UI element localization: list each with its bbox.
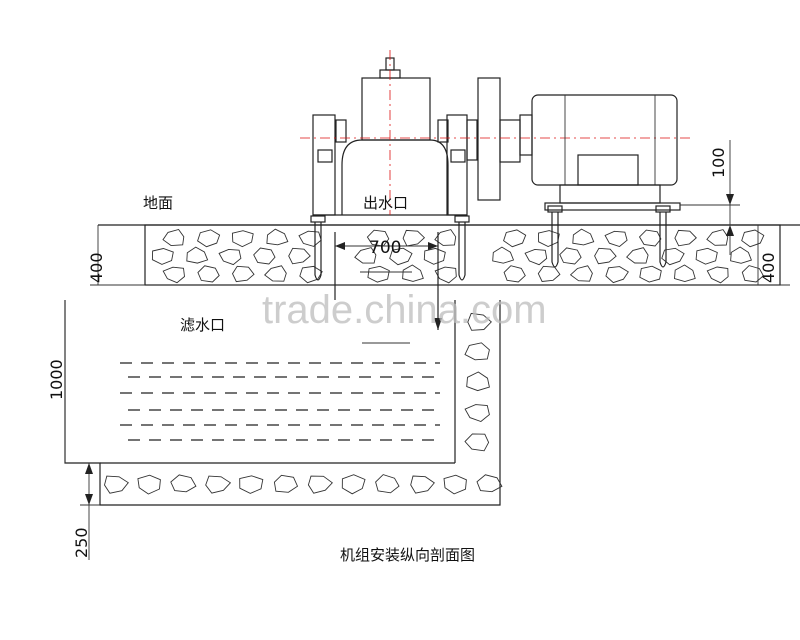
rubble-stone [443,474,467,495]
rubble-stone [266,228,289,246]
rubble-stone [162,266,185,284]
rubble-stone [104,475,129,494]
bolt-nut [454,215,470,223]
rubble-stone [695,247,718,265]
rubble-stone [354,247,377,264]
pit-rubble-stones [104,312,503,495]
rubble-stone [503,229,527,248]
rubble-stone [137,474,161,495]
rubble-stone [559,247,582,265]
rubble-stone [538,230,560,247]
rubble-stone [466,371,490,392]
rubble-stone [604,230,628,248]
anchor-bolt [659,212,667,268]
rubble-stone [639,265,662,283]
rubble-stone [307,475,333,494]
pump-anchor-bolts [310,215,470,281]
rubble-stone [730,246,752,264]
rubble-stone [162,228,185,247]
rubble-stone [661,247,685,266]
dim-depth-1000: 1000 [47,359,66,400]
rubble-stone [367,265,390,283]
ground-label: 地面 [143,194,173,212]
bolt-nut [655,205,671,213]
rubble-stone [434,266,457,284]
rubble-stone [239,475,264,494]
rubble-stone [476,474,503,493]
rubble-stone [231,230,254,248]
rubble-stone [741,265,764,283]
rubble-stone [151,248,174,265]
ground-slab [98,224,800,286]
rubble-stone [288,247,311,265]
rubble-stone [298,230,322,247]
diagram-caption: 机组安装纵向剖面图 [340,546,475,564]
rubble-stone [389,247,413,266]
bolt-nut [310,215,326,223]
anchor-bolt [314,222,322,281]
dim-motor-100: 100 [709,147,728,178]
rubble-stone [273,474,299,493]
rubble-stone [218,248,242,266]
rubble-stone [423,247,446,265]
rubble-stone [464,404,490,423]
motor-unit [519,94,681,268]
dim-base-250: 250 [72,527,91,558]
rubble-stone [299,265,323,284]
dim-right-400: 400 [759,252,778,283]
rubble-stone [467,312,492,331]
rubble-stone [434,229,457,246]
rubble-stone [706,266,729,284]
rubble-stone [572,228,595,246]
dim-700: 700 [369,238,401,258]
rubble-stone [674,229,697,247]
rubble-stone [605,266,629,284]
rubble-stone [186,246,209,264]
rubble-stone [197,229,221,248]
water-surface-lines [120,362,440,441]
water-pit [64,300,503,506]
slab-rubble-stones [151,228,765,284]
motor-anchor-bolts [547,205,671,268]
rubble-stone [741,229,765,248]
rubble-stone [638,229,662,247]
rubble-stone [464,342,490,361]
rubble-stone [674,264,696,282]
rubble-stone [341,474,366,495]
rubble-stone [594,247,617,265]
rubble-stone [231,265,255,283]
rubble-stone [375,474,400,494]
rubble-stone [410,475,435,494]
outlet-label: 出水口 [363,194,408,212]
watermark: trade.china.com [262,288,547,332]
rubble-stone [205,475,232,494]
rubble-stone [503,265,526,283]
dim-left-400: 400 [87,252,106,283]
rubble-stone [492,246,515,264]
anchor-bolt [551,212,559,268]
rubble-stone [464,433,490,452]
rubble-stone [197,265,220,283]
rubble-stone [626,247,649,264]
anchor-bolt [458,222,466,281]
bolt-nut [547,205,563,213]
rubble-stone [706,229,729,246]
outlet-pipe [334,232,442,344]
rubble-stone [537,265,561,282]
inlet-label: 滤水口 [180,316,225,334]
pump-unit [300,50,690,281]
rubble-stone [253,247,276,265]
rubble-stone [170,474,197,493]
rubble-stone [524,248,548,266]
rubble-stone [402,264,424,282]
rubble-stone [402,229,426,247]
rubble-stone [569,265,593,282]
dimension-lines [64,140,790,560]
rubble-stone [264,265,287,282]
